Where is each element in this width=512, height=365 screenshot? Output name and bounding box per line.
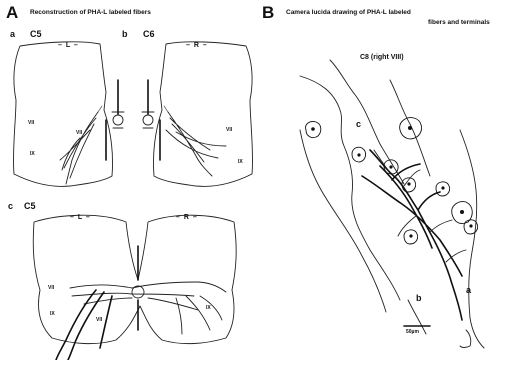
subpanel-a-segment: C5 bbox=[30, 30, 42, 39]
spinal-section-c bbox=[33, 215, 236, 360]
panel-a-title: Reconstruction of PHA-L labeled fibers bbox=[30, 10, 151, 17]
subpanel-c-segment: C5 bbox=[24, 202, 36, 211]
outline-strand-3 bbox=[300, 130, 386, 312]
region-ix-b: IX bbox=[238, 160, 243, 165]
subpanel-c-side-right: – R – bbox=[176, 214, 198, 221]
subpanel-b-side: – R – bbox=[186, 42, 208, 49]
fibers-b bbox=[166, 112, 226, 176]
subpanel-c-side-left: – L – bbox=[70, 214, 91, 221]
camera-lucida-drawing bbox=[300, 60, 484, 348]
region-vii-c: VII bbox=[48, 286, 54, 291]
bottom-mark bbox=[460, 330, 471, 348]
region-vii-c2: VII bbox=[96, 318, 102, 323]
subpanel-b-letter: b bbox=[122, 30, 128, 39]
panel-b-subtitle: C8 (right VIII) bbox=[360, 54, 404, 61]
fiber-label-a: a bbox=[466, 286, 471, 295]
region-ix-c: IX bbox=[50, 312, 55, 317]
commissure-fibers bbox=[70, 282, 226, 310]
fiber-label-b: b bbox=[416, 294, 422, 303]
region-vii-a: VII bbox=[28, 121, 34, 126]
region-vii-a2: VII bbox=[76, 131, 82, 136]
fiber-stems-ab bbox=[98, 106, 168, 112]
spinal-section-ab bbox=[13, 42, 252, 187]
panel-b-letter: B bbox=[262, 4, 274, 21]
central-canal-b bbox=[143, 115, 153, 125]
subpanel-b-segment: C6 bbox=[143, 30, 155, 39]
region-ix-c2: IX bbox=[206, 306, 211, 311]
region-ix-a: IX bbox=[30, 152, 35, 157]
central-lines bbox=[106, 80, 160, 160]
region-vii-b: VII bbox=[226, 128, 232, 133]
central-canal-a bbox=[113, 115, 123, 125]
subpanel-a-letter: a bbox=[10, 30, 15, 39]
side-fibers-c bbox=[176, 296, 222, 334]
panel-b-title-line2: fibers and terminals bbox=[428, 20, 490, 27]
fiber-label-c: c bbox=[356, 120, 361, 129]
outline-strand-5 bbox=[460, 130, 484, 348]
scale-bar-label: 50µm bbox=[406, 330, 419, 335]
c5-left-outline bbox=[13, 42, 112, 187]
c5-cord-outline bbox=[33, 215, 236, 343]
panel-b-title-line1: Camera lucida drawing of PHA-L labeled bbox=[286, 10, 411, 17]
panel-a-letter: A bbox=[6, 4, 18, 21]
fibers-a bbox=[60, 112, 98, 184]
subpanel-c-letter: c bbox=[8, 202, 13, 211]
outline-strand-1 bbox=[300, 76, 400, 300]
labeled-cells bbox=[306, 118, 478, 244]
subpanel-a-side: – L – bbox=[58, 42, 79, 49]
